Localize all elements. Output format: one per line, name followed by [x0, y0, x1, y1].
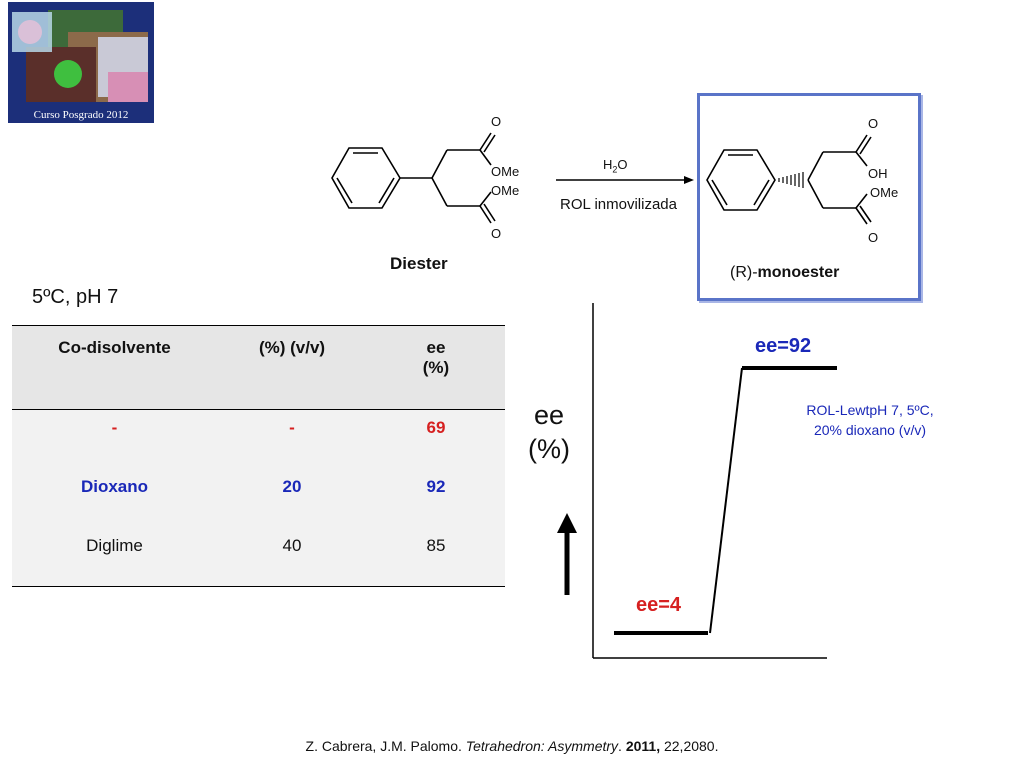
product-highlight-box: [697, 93, 921, 301]
cell-percent: 20: [282, 477, 302, 496]
table-header: Co-disolvente (%) (v/v) ee(%): [12, 326, 505, 410]
reactant-name: Diester: [390, 254, 448, 273]
product-benzene-ring: [706, 149, 776, 211]
ee-up-arrow-head: [557, 513, 577, 533]
table-row: Diglime 40 85: [12, 536, 505, 594]
ee-improvement-graph: [557, 303, 837, 659]
reactant-ome-top: OMe: [491, 164, 520, 179]
transition-line: [709, 367, 743, 634]
header-co-solvent: Co-disolvente: [58, 338, 171, 357]
header-ee: ee(%): [422, 338, 450, 377]
header-percent: (%) (v/v): [258, 338, 326, 357]
product-ome: OMe: [870, 185, 899, 200]
cell-solvent: -: [111, 418, 118, 437]
reactant-o-bottom: O: [491, 226, 502, 241]
reactant-ome-bottom: OMe: [491, 183, 520, 198]
low-ee-label: ee=4: [636, 594, 682, 616]
reactant-o-top: O: [491, 114, 502, 129]
logo-collage-image: [8, 2, 154, 123]
graph-axis-label: ee(%): [528, 400, 570, 464]
solvent-table: Co-disolvente (%) (v/v) ee(%) - - 69 Dio…: [12, 325, 505, 587]
reaction-condition: 5ºC, pH 7: [32, 286, 119, 308]
table-row: - - 69: [12, 418, 505, 476]
table-row: Dioxano 20 92: [12, 477, 505, 535]
reagent-water: H2O: [603, 157, 628, 175]
reactant-benzene-ring: [331, 147, 401, 209]
cell-percent: -: [289, 418, 295, 437]
cell-solvent: Dioxano: [80, 477, 149, 496]
product-name: (R)-monoester: [730, 264, 840, 281]
citation: Z. Cabrera, J.M. Palomo. Tetrahedron: As…: [305, 738, 719, 754]
product-o-top: O: [868, 116, 879, 131]
conditions-annotation: ROL-LewtpH 7, 5ºC,20% dioxano (v/v): [806, 402, 934, 438]
reaction-scheme: [331, 132, 872, 225]
hashed-wedge-bond: [778, 172, 804, 188]
product-oh: OH: [868, 166, 888, 181]
product-o-bottom: O: [868, 230, 879, 245]
logo-caption: Curso Posgrado 2012: [33, 109, 129, 121]
cell-ee: 92: [426, 477, 446, 496]
cell-ee: 85: [426, 536, 446, 555]
cell-ee: 69: [426, 418, 446, 437]
cell-percent: 40: [282, 536, 302, 555]
cell-solvent: Diglime: [86, 536, 143, 555]
high-ee-label: ee=92: [755, 335, 812, 357]
course-logo: Curso Posgrado 2012: [8, 2, 154, 123]
catalyst-label: ROL inmovilizada: [560, 196, 677, 213]
